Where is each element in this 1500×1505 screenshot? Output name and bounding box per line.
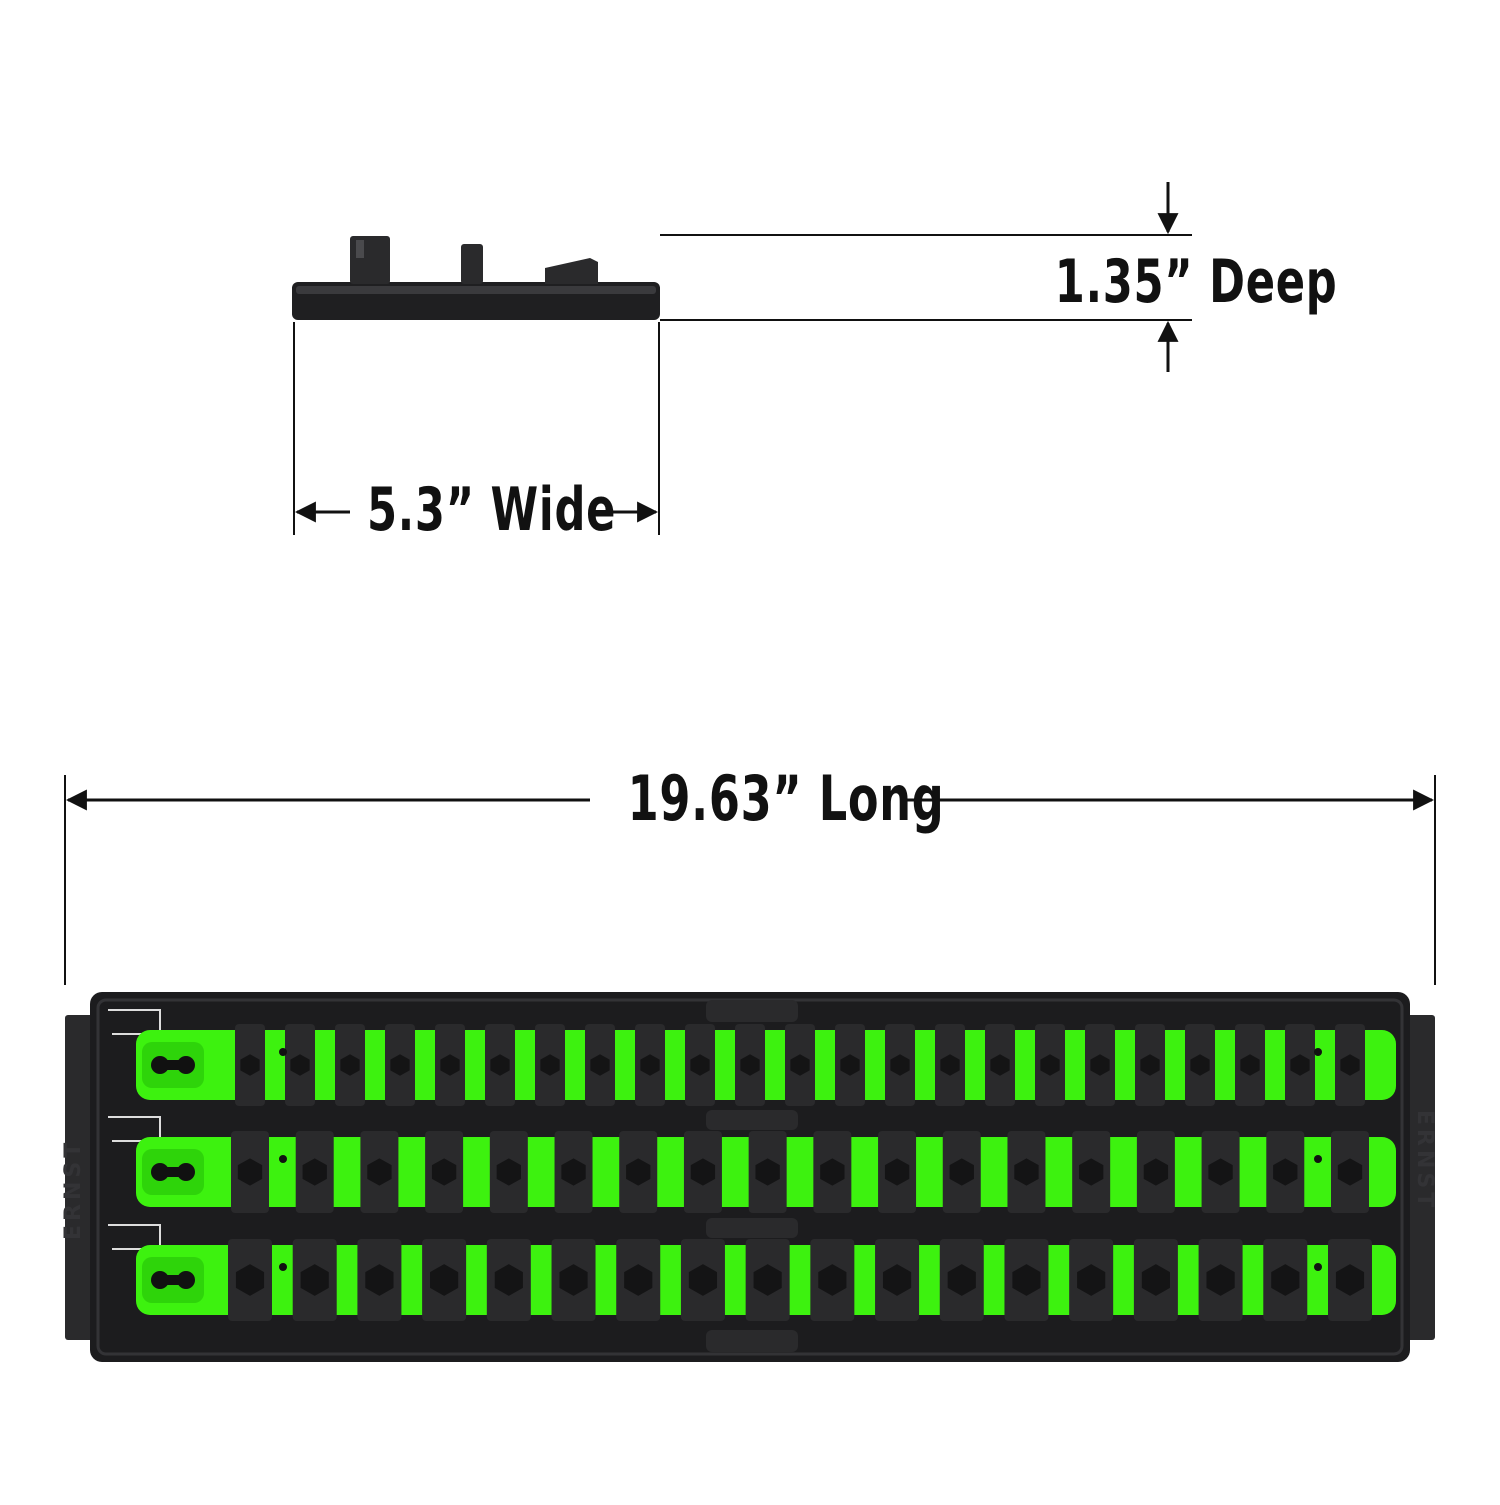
brand-marking-left: ERNST	[61, 1139, 86, 1240]
socket-post	[624, 1264, 653, 1296]
depth-dimension	[660, 182, 1192, 372]
socket-post	[240, 1054, 260, 1076]
socket-post	[882, 1264, 912, 1296]
socket-post	[1271, 1264, 1300, 1296]
socket-post	[302, 1158, 327, 1186]
socket-post	[949, 1158, 974, 1186]
socket-post	[1090, 1054, 1110, 1076]
socket-post	[840, 1054, 860, 1076]
socket-post	[290, 1054, 310, 1076]
socket-post	[431, 1158, 457, 1186]
socket-post	[790, 1054, 810, 1076]
socket-post	[690, 1158, 716, 1186]
tray-side-rim	[296, 286, 656, 294]
socket-post	[367, 1158, 392, 1186]
brand-marking-right: ERNST	[1412, 1110, 1437, 1211]
socket-post	[559, 1264, 588, 1296]
socket-post	[490, 1054, 510, 1076]
socket-post	[300, 1264, 329, 1296]
socket-post	[340, 1054, 360, 1076]
tray-side-clip-center	[461, 244, 483, 284]
socket-post	[430, 1264, 459, 1296]
socket-post	[1290, 1054, 1310, 1076]
socket-post	[640, 1054, 660, 1076]
center-tab	[706, 1218, 798, 1238]
socket-post	[626, 1158, 651, 1186]
socket-post	[590, 1054, 610, 1076]
length-dimension	[64, 775, 1436, 985]
socket-post	[235, 1264, 265, 1296]
socket-post	[561, 1158, 586, 1186]
tray-top-view: ERNST ERNST	[61, 992, 1437, 1362]
tray-center-tabs	[706, 1000, 798, 1352]
socket-post	[990, 1054, 1010, 1076]
socket-rail	[108, 1224, 1396, 1321]
socket-post	[820, 1158, 845, 1186]
socket-post	[1040, 1054, 1060, 1076]
socket-post	[1077, 1264, 1106, 1296]
socket-post	[390, 1054, 410, 1076]
length-label: 19.63” Long	[627, 762, 945, 835]
socket-rails	[108, 1009, 1396, 1321]
socket-post	[1079, 1158, 1104, 1186]
socket-post	[494, 1264, 523, 1296]
rail-wire-hook	[108, 1224, 161, 1250]
center-tab	[706, 1330, 798, 1352]
tray-side-view	[292, 236, 660, 320]
width-dimension	[293, 322, 660, 535]
socket-post	[365, 1264, 394, 1296]
socket-post	[1206, 1264, 1235, 1296]
socket-post	[1340, 1054, 1360, 1076]
socket-post	[1014, 1158, 1039, 1186]
socket-post	[237, 1158, 263, 1186]
rail-wire-hook	[108, 1009, 161, 1035]
socket-post	[1208, 1158, 1233, 1186]
socket-post	[940, 1054, 960, 1076]
socket-rail	[108, 1009, 1396, 1106]
socket-rail	[108, 1116, 1396, 1213]
tray-end-cap-left	[65, 1015, 95, 1340]
socket-post	[1337, 1158, 1363, 1186]
center-tab	[706, 1110, 798, 1130]
socket-post	[1190, 1054, 1210, 1076]
socket-post	[1140, 1054, 1160, 1076]
socket-post	[818, 1264, 847, 1296]
socket-post	[947, 1264, 976, 1296]
tray-end-cap-right	[1405, 1015, 1435, 1340]
socket-post	[1335, 1264, 1365, 1296]
socket-post	[1240, 1054, 1260, 1076]
socket-post	[440, 1054, 460, 1076]
socket-post	[740, 1054, 760, 1076]
socket-post	[755, 1158, 780, 1186]
depth-label: 1.35” Deep	[1054, 247, 1338, 317]
rail-wire-hook	[108, 1116, 161, 1142]
socket-post	[1141, 1264, 1170, 1296]
socket-post	[688, 1264, 718, 1296]
socket-post	[1143, 1158, 1169, 1186]
socket-post	[884, 1158, 910, 1186]
center-tab	[706, 1000, 798, 1022]
socket-post	[890, 1054, 910, 1076]
socket-post	[753, 1264, 782, 1296]
tray-side-clip-right	[545, 258, 598, 284]
socket-post	[540, 1054, 560, 1076]
width-label: 5.3” Wide	[367, 475, 617, 545]
socket-post	[690, 1054, 710, 1076]
socket-post	[1273, 1158, 1298, 1186]
socket-post	[1012, 1264, 1041, 1296]
socket-post	[496, 1158, 521, 1186]
